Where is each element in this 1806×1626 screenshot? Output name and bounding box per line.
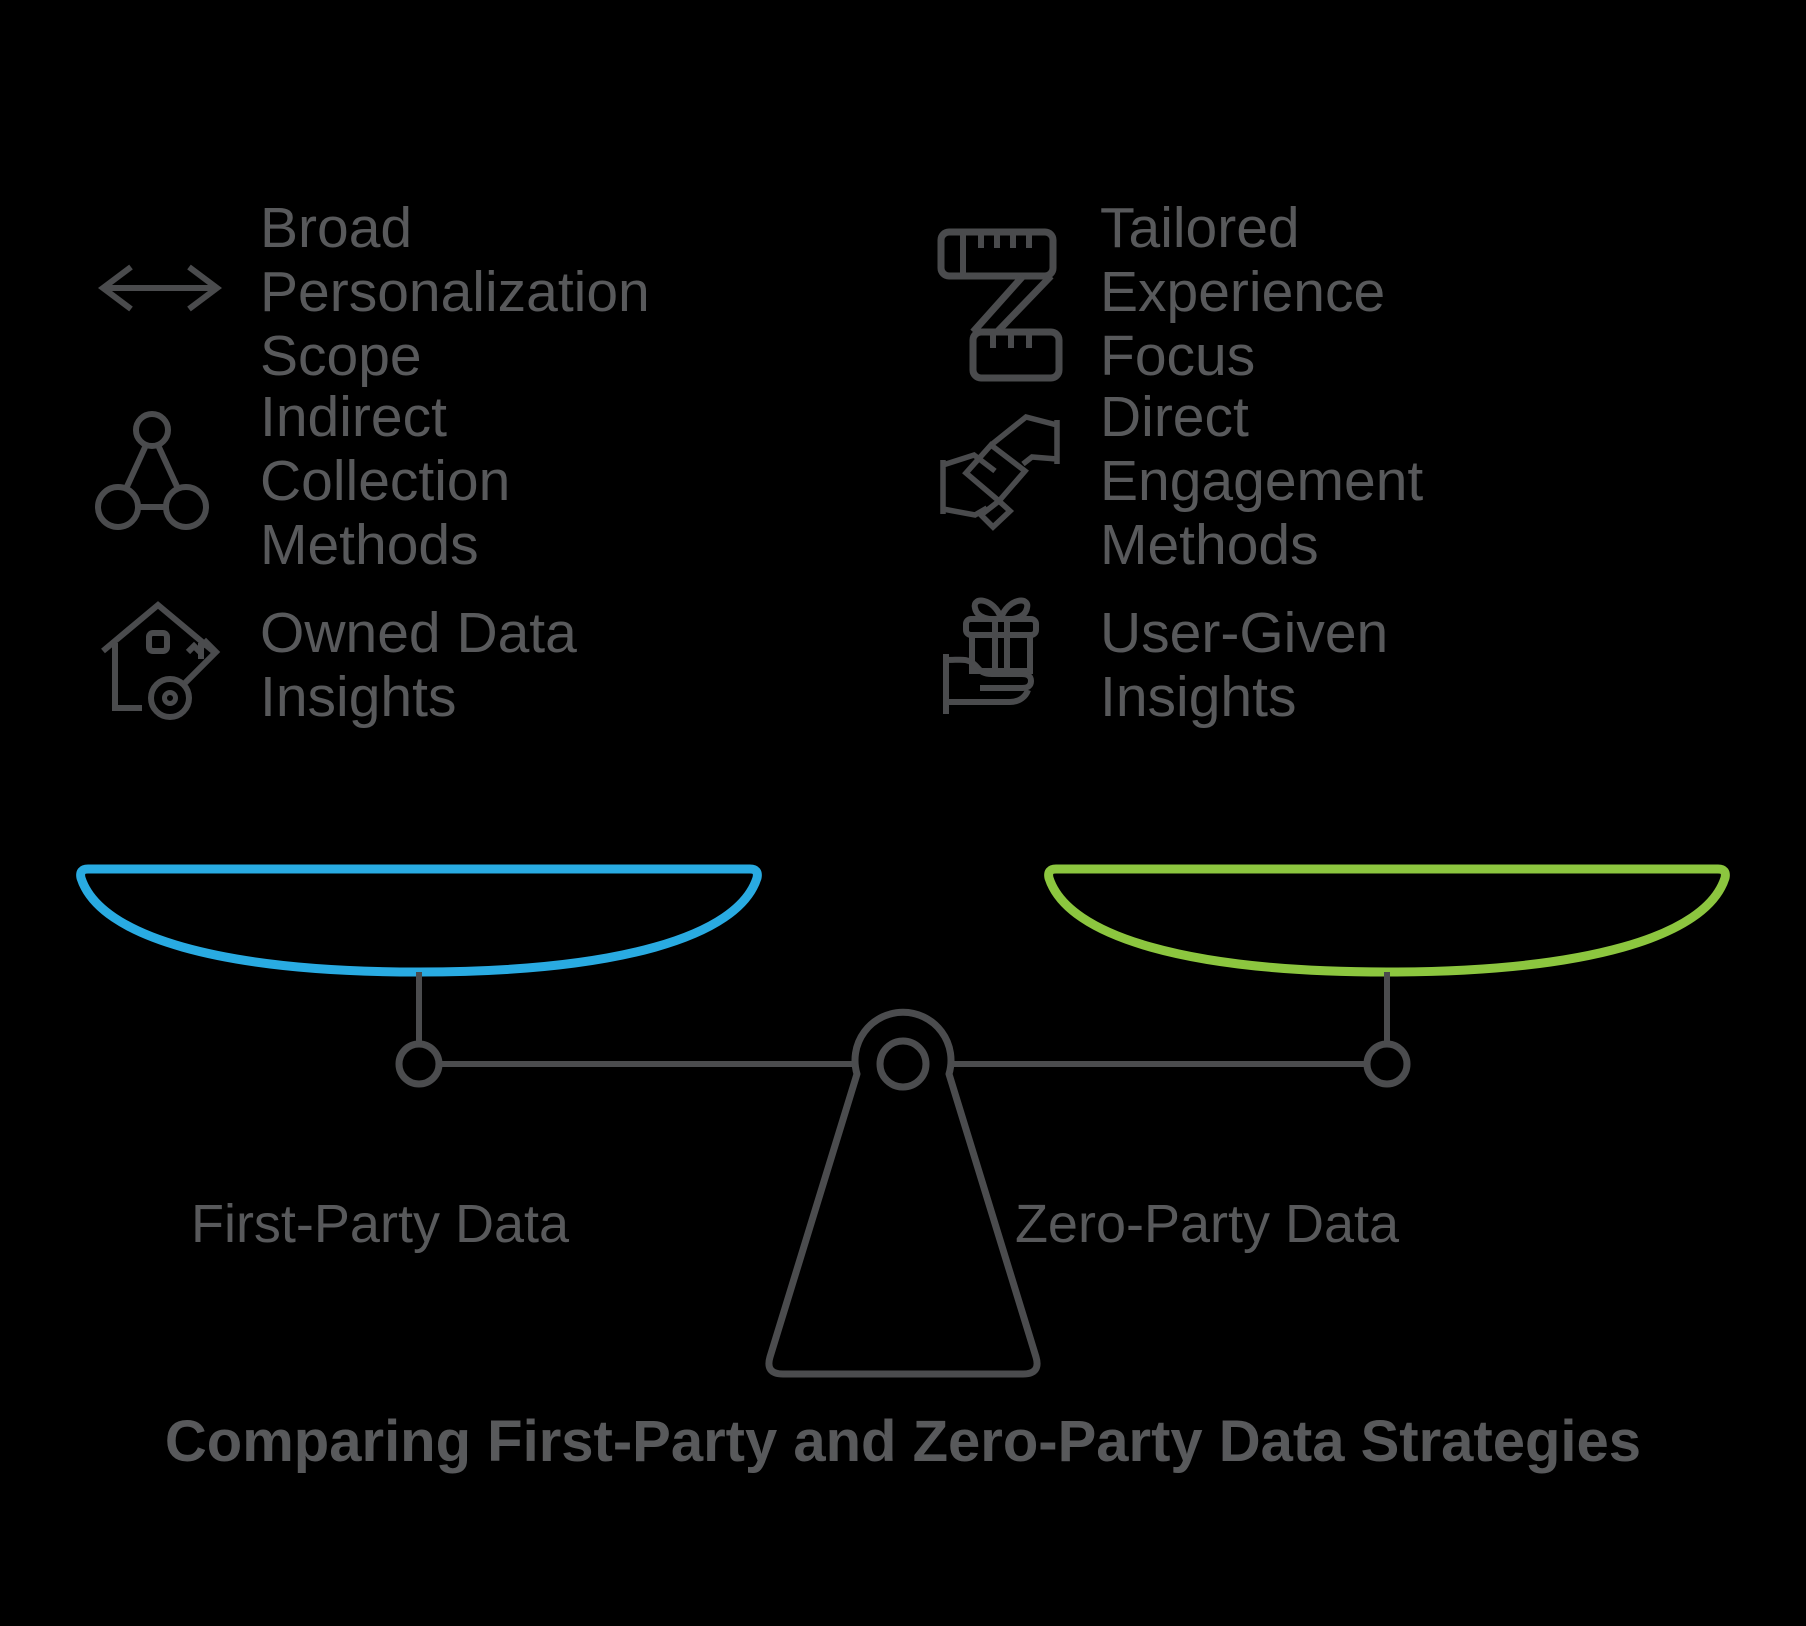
pivot-circle-left [395,1040,443,1088]
network-nodes-icon [95,411,209,530]
house-key-icon [101,601,221,720]
fulcrum-hole [876,1037,930,1091]
pan-right-green [1044,864,1730,977]
left-item-1-label: Broad Personalization Scope [260,196,650,388]
right-item-1-label: Tailored Experience Focus [1100,196,1386,388]
first-party-data-label: First-Party Data [190,1194,570,1254]
right-item-3-label: User-Given Insights [1100,601,1389,729]
zero-party-data-label: Zero-Party Data [1014,1194,1400,1254]
diagram-title: Comparing First-Party and Zero-Party Dat… [164,1409,1642,1474]
left-item-2-label: Indirect Collection Methods [260,385,511,577]
measuring-tape-icon [937,228,1063,382]
right-item-2-label: Direct Engagement Methods [1100,385,1424,577]
pan-left-blue [76,864,762,977]
left-item-3-label: Owned Data Insights [260,601,577,729]
arrows-horizontal-icon [98,264,222,312]
gift-hand-icon [943,597,1039,714]
handshake-icon [940,413,1060,531]
pivot-circle-right [1363,1040,1411,1088]
